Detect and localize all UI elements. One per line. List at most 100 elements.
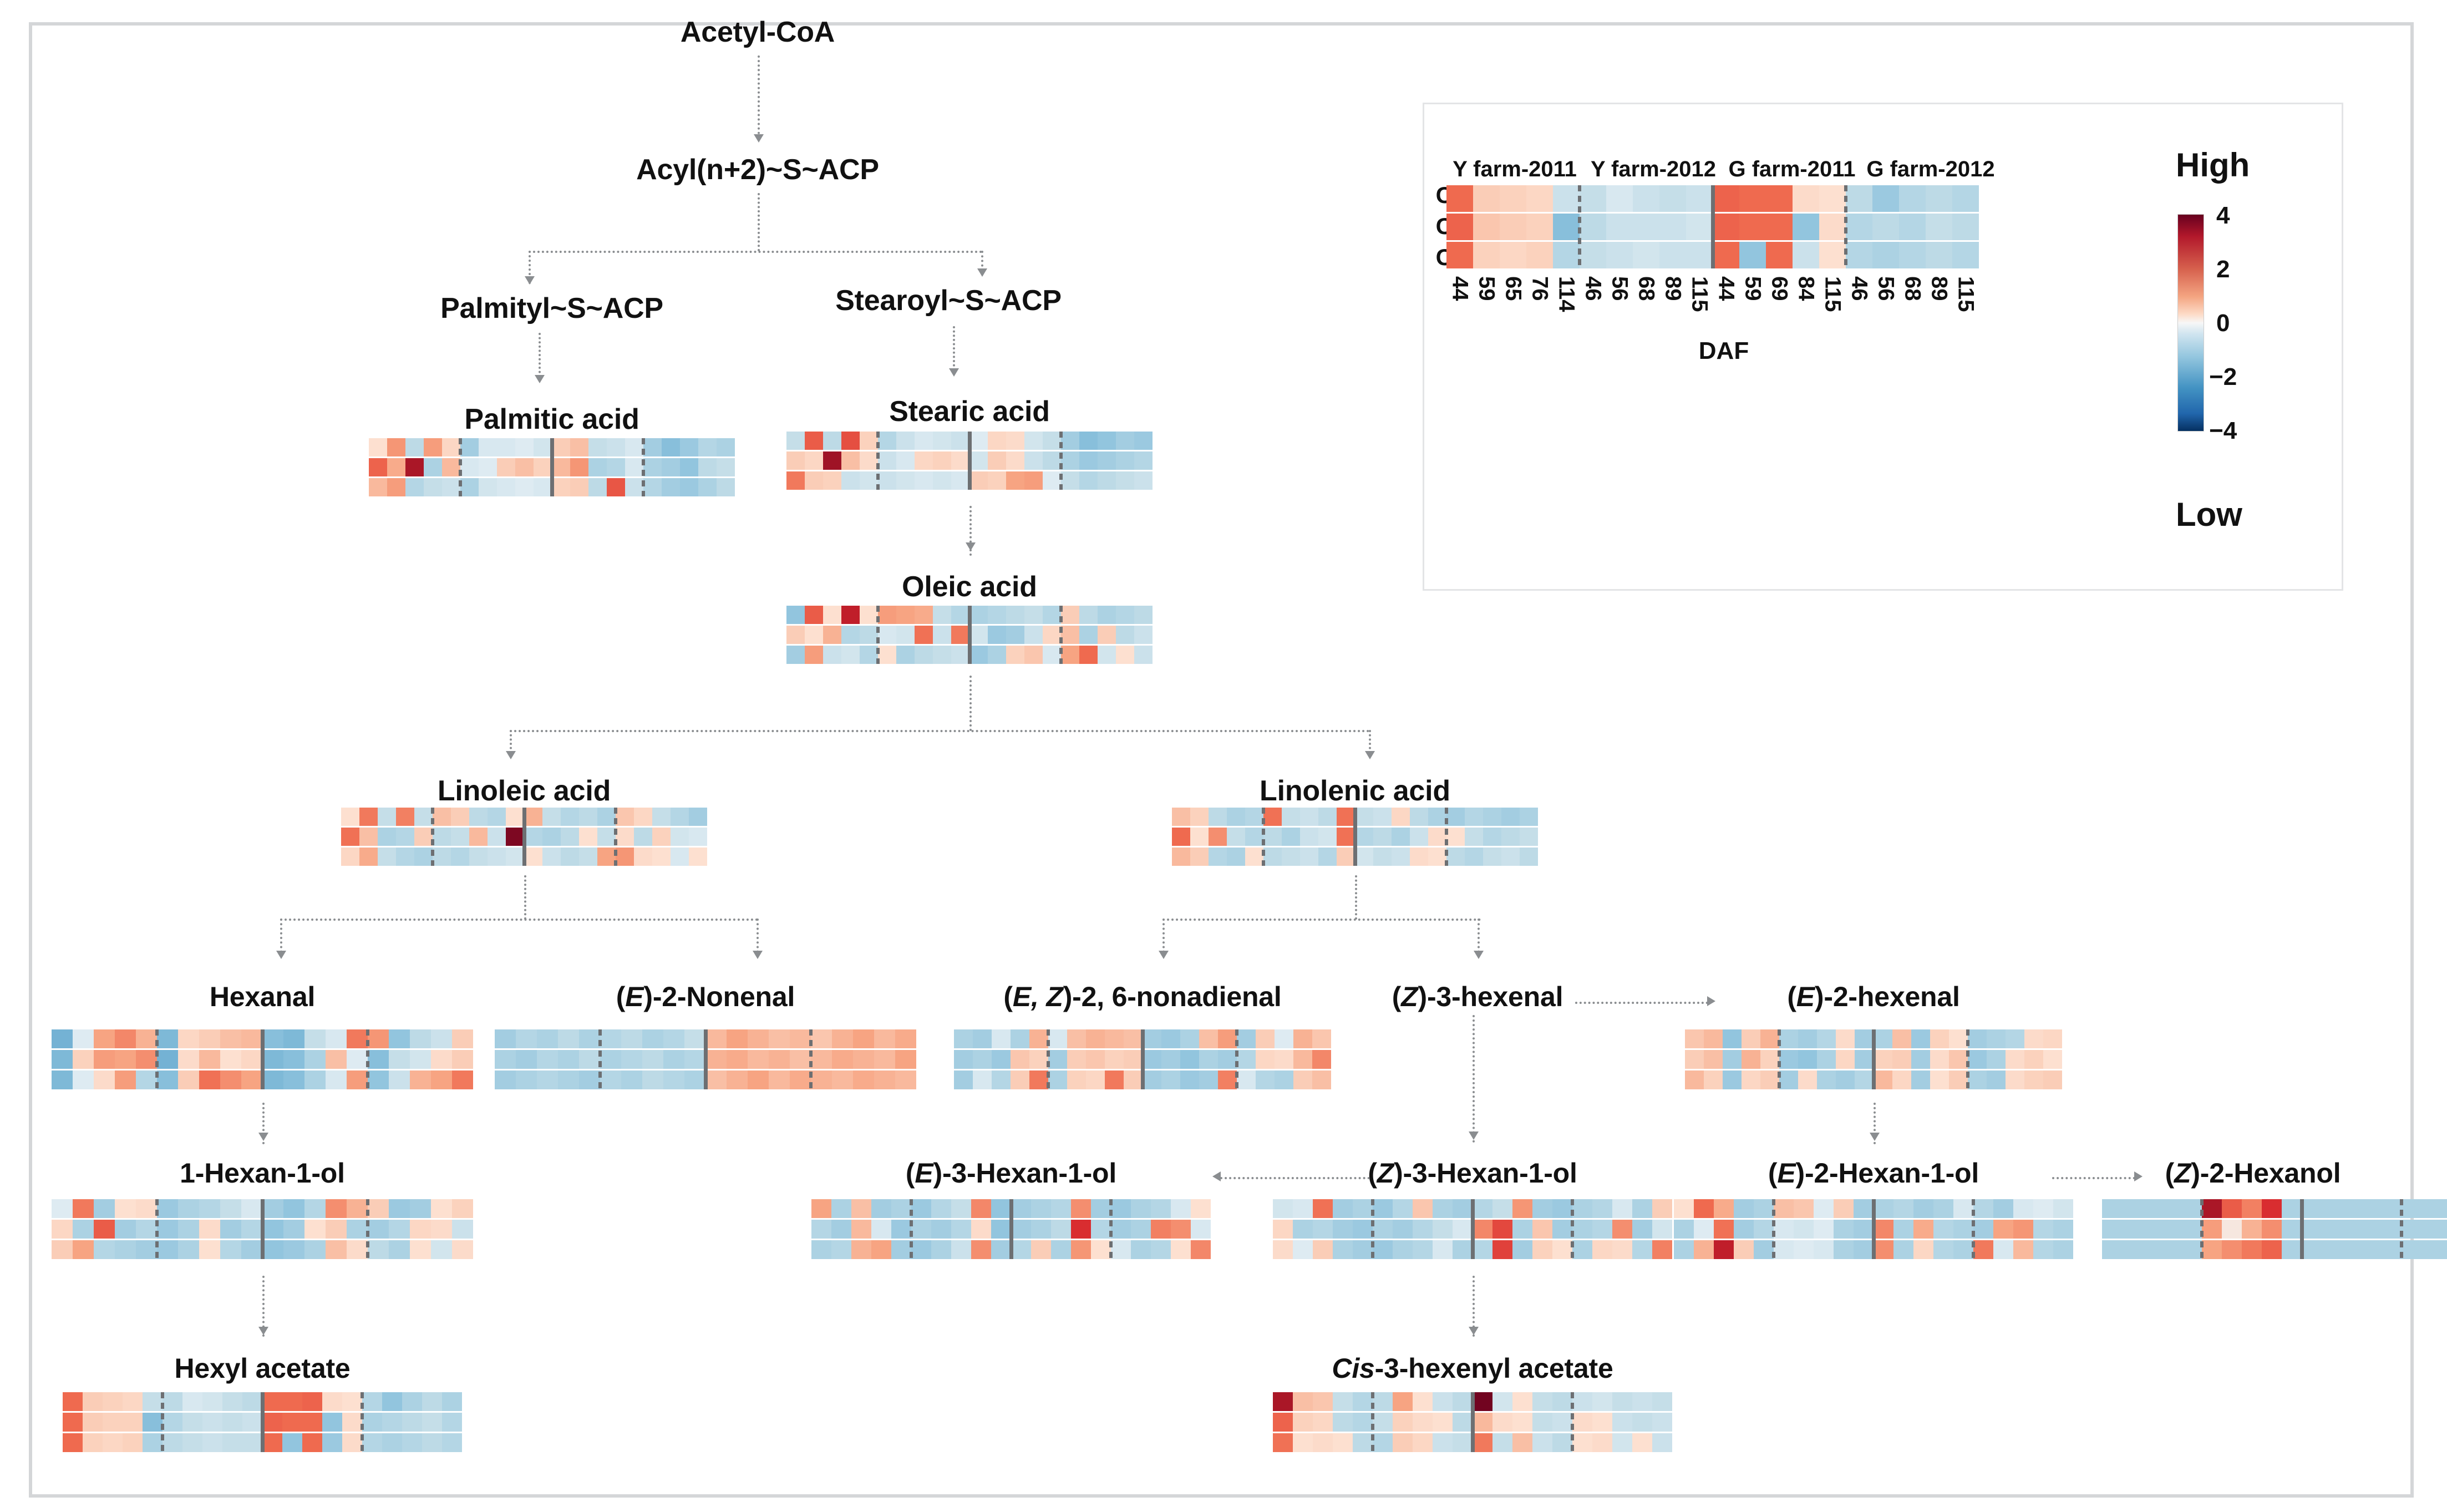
heatmap-cell bbox=[199, 1070, 220, 1089]
heatmap-cell bbox=[424, 478, 442, 496]
heatmap-cell bbox=[199, 1240, 220, 1259]
heatmap-row bbox=[63, 1413, 462, 1432]
heatmap-cell bbox=[422, 1392, 442, 1411]
heatmap-cell bbox=[241, 1029, 262, 1048]
heatmap-cell bbox=[524, 808, 542, 826]
heatmap-cell bbox=[1526, 185, 1553, 212]
heatmap-cell bbox=[1526, 214, 1553, 240]
heatmap-cell bbox=[347, 1199, 368, 1218]
heatmap-cell bbox=[1473, 242, 1500, 268]
heatmap-group-separator-dashed bbox=[1235, 1029, 1238, 1089]
heatmap-cell bbox=[326, 1199, 347, 1218]
heatmap-cell bbox=[1846, 242, 1872, 268]
heatmap-cell bbox=[1874, 1050, 1892, 1069]
heatmap-cell bbox=[1245, 848, 1263, 866]
heatmap-cell bbox=[1131, 1199, 1151, 1218]
heatmap-e3-hexan-1-ol bbox=[811, 1199, 1211, 1259]
heatmap-cell bbox=[1892, 1070, 1911, 1089]
heatmap-cell bbox=[452, 1199, 473, 1218]
node-label-acyl-acp: Acyl(n+2)~S~ACP bbox=[636, 154, 879, 186]
heatmap-cell bbox=[1973, 1199, 1993, 1218]
heatmap-cell bbox=[2342, 1199, 2362, 1218]
heatmap-cell bbox=[954, 1070, 973, 1089]
connector-to-linoleic bbox=[510, 730, 512, 758]
heatmap-cell bbox=[1067, 1050, 1086, 1069]
heatmap-cell bbox=[1161, 1050, 1180, 1069]
heatmap-cell bbox=[933, 471, 951, 490]
heatmap-cell bbox=[1694, 1220, 1714, 1239]
connector-to-z3hexenal bbox=[1478, 919, 1480, 957]
heatmap-cell bbox=[242, 1433, 262, 1452]
heatmap-row bbox=[369, 478, 735, 496]
heatmap-grid bbox=[954, 1029, 1331, 1089]
heatmap-cell bbox=[199, 1050, 220, 1069]
heatmap-cell bbox=[241, 1220, 262, 1239]
heatmap-row bbox=[811, 1240, 1211, 1259]
heatmap-cell bbox=[1952, 214, 1979, 240]
heatmap-group-separator-dashed bbox=[1371, 1199, 1374, 1259]
heatmap-cell bbox=[515, 478, 534, 496]
heatmap-grid bbox=[63, 1392, 462, 1452]
heatmap-cell bbox=[1723, 1029, 1742, 1048]
arrow-to-palmityl bbox=[525, 276, 535, 285]
heatmap-grid bbox=[1172, 808, 1538, 866]
heatmap-cell bbox=[823, 451, 841, 470]
heatmap-group-separator-solid bbox=[261, 1029, 265, 1089]
heatmap-cell bbox=[1024, 626, 1043, 644]
heatmap-cell bbox=[588, 478, 607, 496]
heatmap-cell bbox=[680, 438, 698, 456]
heatmap-cell bbox=[282, 1392, 302, 1411]
heatmap-cell bbox=[431, 1199, 452, 1218]
heatmap-cell bbox=[1105, 1050, 1124, 1069]
heatmap-cell bbox=[1793, 242, 1819, 268]
heatmap-cell bbox=[2182, 1220, 2202, 1239]
heatmap-cell bbox=[1273, 1199, 1293, 1218]
heatmap-cell bbox=[1899, 185, 1926, 212]
heatmap-cell bbox=[1685, 1070, 1704, 1089]
heatmap-grid bbox=[1273, 1392, 1672, 1452]
heatmap-cell bbox=[1492, 1199, 1512, 1218]
heatmap-cell bbox=[896, 451, 915, 470]
heatmap-cell bbox=[369, 458, 387, 476]
heatmap-cell bbox=[1473, 1413, 1492, 1432]
heatmap-cell bbox=[182, 1433, 202, 1452]
heatmap-group-separator-solid bbox=[261, 1199, 265, 1259]
heatmap-cell bbox=[1333, 1392, 1353, 1411]
heatmap-cell bbox=[83, 1433, 103, 1452]
heatmap-cell bbox=[347, 1240, 368, 1259]
heatmap-cell bbox=[1552, 1413, 1572, 1432]
node-label-linolenic-acid: Linolenic acid bbox=[1260, 775, 1450, 807]
connector-linolenic-split bbox=[1162, 919, 1481, 921]
heatmap-cell bbox=[2182, 1199, 2202, 1218]
heatmap-cell bbox=[241, 1199, 262, 1218]
heatmap-row bbox=[1446, 185, 1979, 212]
heatmap-cell bbox=[786, 471, 805, 490]
heatmap-palmitic bbox=[369, 438, 735, 496]
heatmap-cell bbox=[1190, 808, 1209, 826]
heatmap-cell bbox=[1029, 1029, 1048, 1048]
heatmap-cell bbox=[262, 1240, 283, 1259]
heatmap-row bbox=[811, 1199, 1211, 1218]
heatmap-row bbox=[341, 828, 707, 846]
heatmap-cell bbox=[342, 1433, 362, 1452]
heatmap-cell bbox=[115, 1029, 136, 1048]
heatmap-cell bbox=[1079, 646, 1098, 664]
heatmap-cell bbox=[2122, 1220, 2142, 1239]
heatmap-e2-hexan-1-ol bbox=[1674, 1199, 2073, 1259]
heatmap-cell bbox=[663, 1029, 684, 1048]
heatmap-cell bbox=[790, 1070, 811, 1089]
heatmap-cell bbox=[1124, 1070, 1143, 1089]
heatmap-cell bbox=[1686, 242, 1713, 268]
heatmap-cell bbox=[1293, 1199, 1313, 1218]
heatmap-cell bbox=[1754, 1220, 1774, 1239]
heatmap-row bbox=[63, 1433, 462, 1452]
node-label-stearic-acid: Stearic acid bbox=[889, 395, 1050, 428]
heatmap-cell bbox=[951, 471, 969, 490]
heatmap-cell bbox=[652, 808, 671, 826]
heatmap-cell bbox=[805, 646, 823, 664]
heatmap-group-separator-dashed bbox=[161, 1392, 164, 1452]
heatmap-cell bbox=[2402, 1220, 2421, 1239]
heatmap-cell bbox=[896, 471, 915, 490]
heatmap-cell bbox=[634, 808, 652, 826]
heatmap-cell bbox=[1124, 1050, 1143, 1069]
